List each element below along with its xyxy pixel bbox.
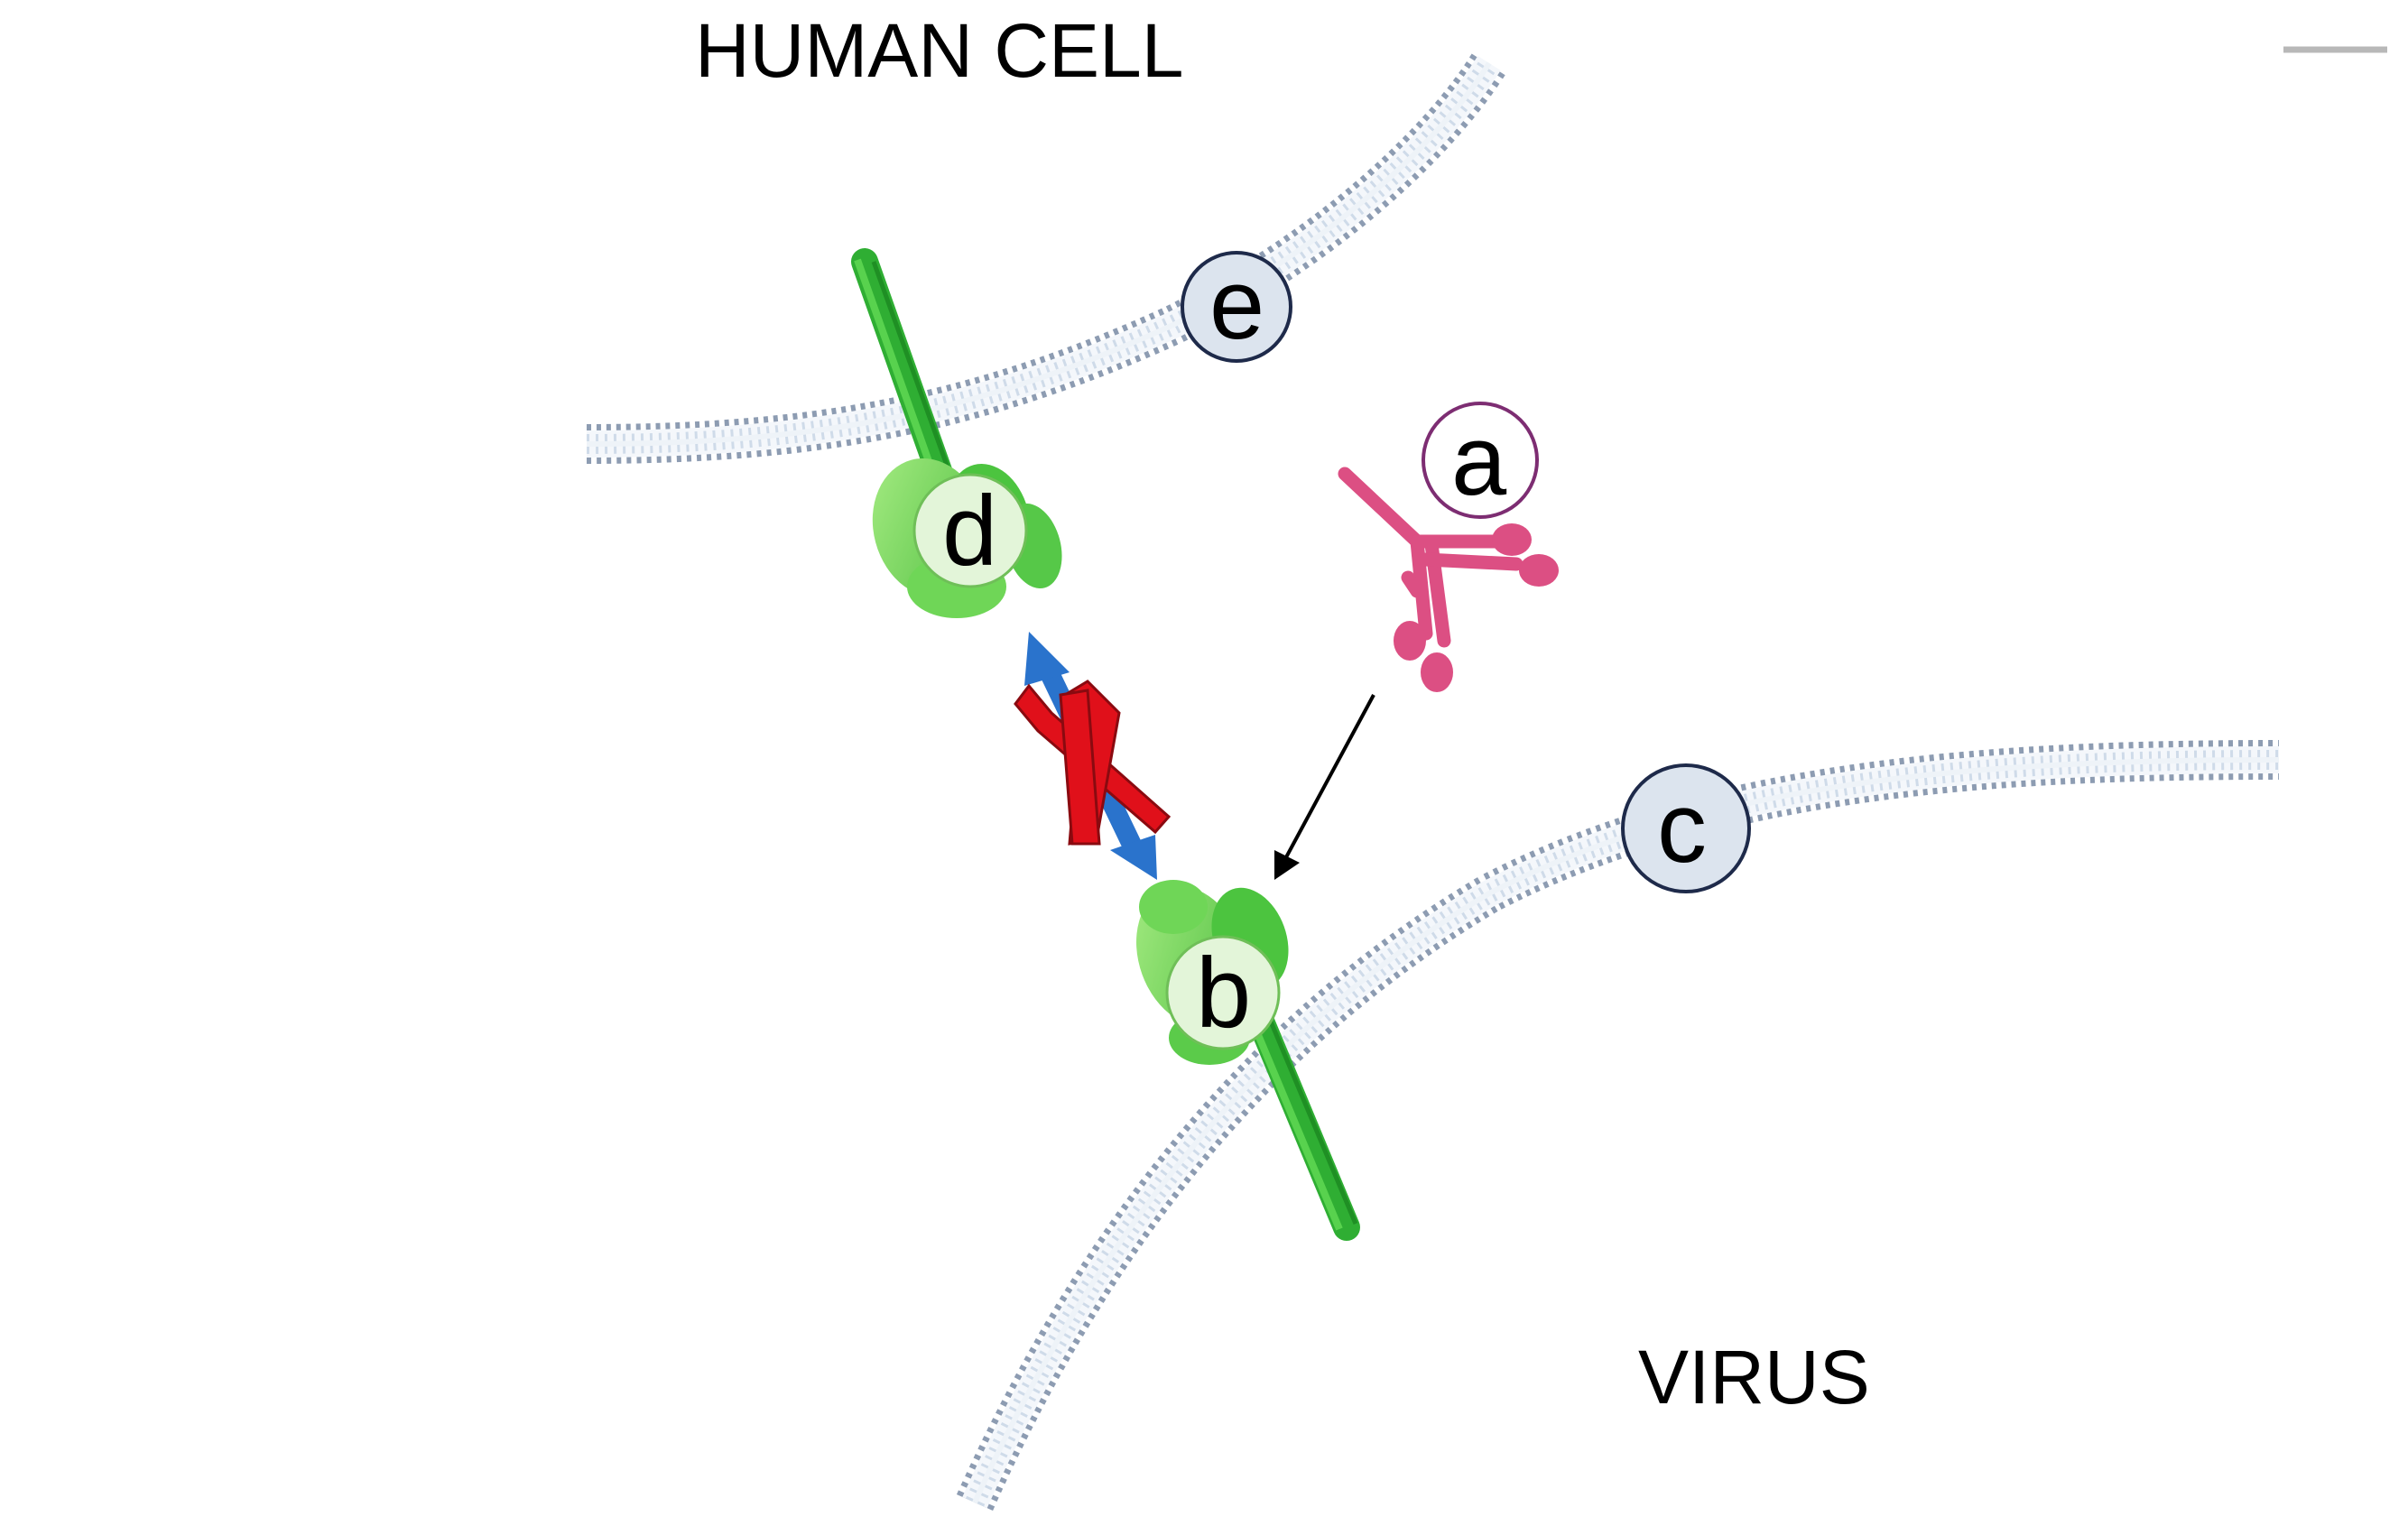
svg-text:b: b xyxy=(1196,938,1251,1049)
binding-arrow xyxy=(1274,694,1375,880)
label-d: d xyxy=(912,473,1028,588)
svg-text:e: e xyxy=(1209,249,1264,360)
label-b: b xyxy=(1165,935,1281,1050)
label-e: e xyxy=(1181,249,1292,363)
human-cell-title: HUMAN CELL xyxy=(695,8,1183,93)
label-c: c xyxy=(1621,763,1751,893)
antibody-molecule xyxy=(1338,467,1524,648)
svg-text:c: c xyxy=(1657,772,1707,883)
block-x-mark xyxy=(1014,680,1172,846)
svg-text:d: d xyxy=(942,476,997,587)
label-a: a xyxy=(1422,402,1539,519)
virus-title: VIRUS xyxy=(1638,1335,1870,1420)
svg-text:a: a xyxy=(1451,405,1507,516)
antibody-tips xyxy=(1394,523,1559,692)
virus-membrane xyxy=(956,740,2280,1511)
human-cell-membrane xyxy=(586,52,1506,464)
